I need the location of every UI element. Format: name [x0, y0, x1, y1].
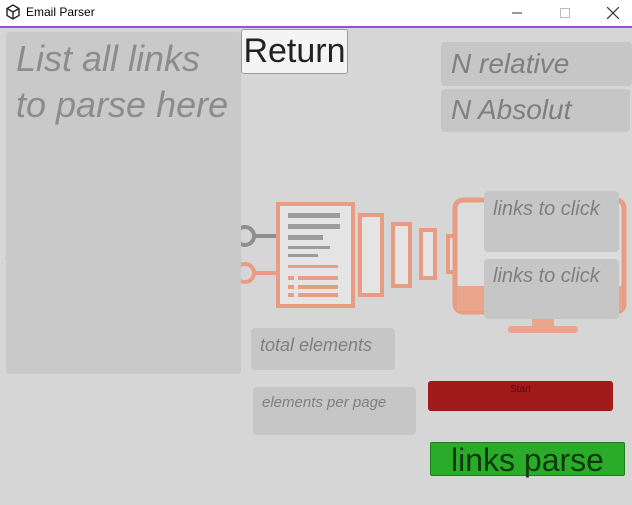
window-title: Email Parser [26, 5, 95, 19]
close-button[interactable] [590, 0, 632, 26]
maximize-icon [560, 8, 570, 18]
minimize-button[interactable] [494, 0, 540, 26]
total-elements-field[interactable]: total elements [251, 328, 395, 370]
links-parse-button[interactable]: links parse [430, 442, 625, 477]
links-to-click-field-1[interactable]: links to click [484, 191, 619, 252]
return-button[interactable]: Return [241, 29, 348, 74]
n-absolut-field[interactable]: N Absolut [441, 89, 630, 132]
start-button[interactable]: Start [428, 381, 613, 411]
n-relative-field[interactable]: N relative [441, 42, 632, 86]
main-content: List all links to parse here Return N re… [0, 28, 632, 505]
unity-icon [6, 4, 20, 20]
minimize-icon [512, 12, 522, 14]
links-input-area[interactable]: List all links to parse here [6, 32, 241, 374]
links-to-click-field-2[interactable]: links to click [484, 259, 619, 319]
links-input-placeholder: List all links to parse here [16, 38, 229, 125]
close-icon [607, 7, 619, 19]
elements-per-page-field[interactable]: elements per page [253, 387, 416, 435]
document-icon [276, 202, 460, 308]
maximize-button[interactable] [542, 0, 588, 26]
title-bar: Email Parser [0, 0, 632, 28]
